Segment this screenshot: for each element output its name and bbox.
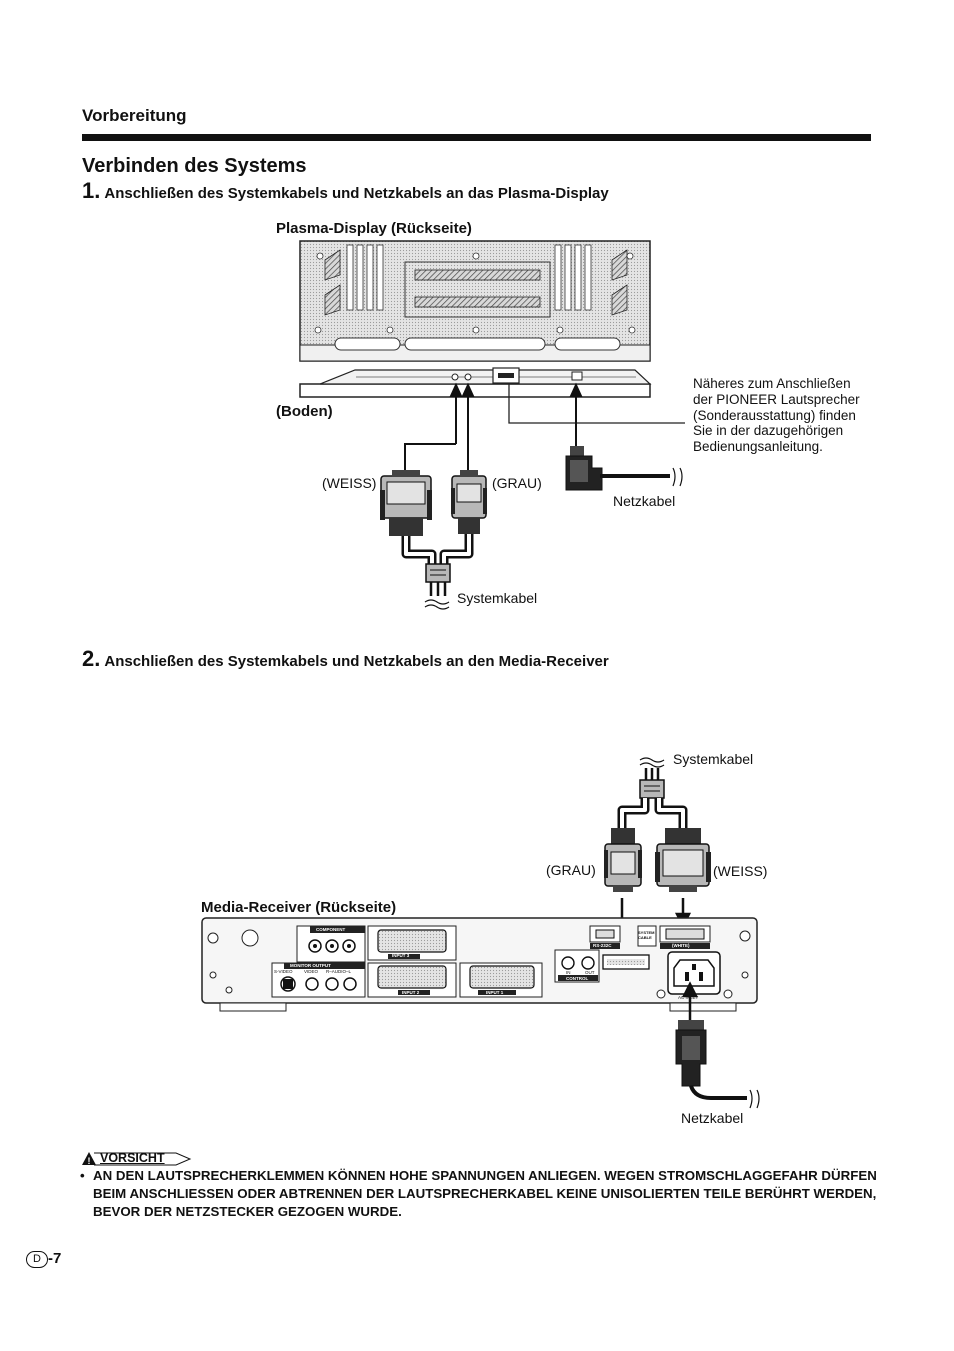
section-title: Vorbereitung <box>82 106 187 125</box>
plasma-back-panel <box>299 240 651 362</box>
panel-white: (WHITE) <box>672 943 690 948</box>
receiver-diagram-title: Media-Receiver (Rückseite) <box>201 899 397 916</box>
panel-out: OUT <box>585 970 595 975</box>
power-cable-label-1: Netzkabel <box>613 493 676 509</box>
step-1-heading: 1.Anschließen des Systemkabels und Netzk… <box>82 178 609 204</box>
white-label-1: (WEISS) <box>322 475 377 491</box>
plasma-bottom-view <box>299 367 652 398</box>
gray-connector-2 <box>604 828 642 892</box>
header-rule <box>82 134 871 141</box>
panel-video: VIDEO <box>304 969 319 974</box>
panel-input3: INPUT 3 <box>392 953 410 958</box>
gray-label-2: (GRAU) <box>546 862 596 878</box>
panel-monitor-output: MONITOR OUTPUT <box>290 963 331 968</box>
page-letter: D <box>26 1250 48 1268</box>
panel-control: CONTROL <box>566 976 589 981</box>
warning-triangle-icon <box>82 1152 96 1165</box>
plasma-diagram-title: Plasma-Display (Rückseite) <box>276 220 472 237</box>
panel-rs232c: RS-232C <box>593 943 612 948</box>
system-cable-label-1: Systemkabel <box>457 590 538 606</box>
panel-input1: INPUT 1 <box>486 990 504 995</box>
gray-connector <box>451 470 487 534</box>
warning-label: VORSICHT <box>100 1151 165 1165</box>
power-cable-label-2: Netzkabel <box>681 1110 744 1126</box>
page-title: Verbinden des Systems <box>82 155 307 177</box>
warning-text: AN DEN LAUTSPRECHERKLEMMEN KÖNNEN HOHE S… <box>93 1168 877 1219</box>
panel-ac-inlet: AC INLET <box>678 995 699 1000</box>
power-plug-1 <box>565 446 683 491</box>
panel-component: COMPONENT <box>316 927 346 932</box>
panel-in: IN <box>566 970 571 975</box>
panel-s-video: S-VIDEO <box>274 969 293 974</box>
white-connector <box>380 470 432 536</box>
panel-input2: INPUT 2 <box>402 990 420 995</box>
warning-bullet: • <box>80 1168 85 1183</box>
system-cable-label-2: Systemkabel <box>673 751 754 767</box>
gray-label-1: (GRAU) <box>492 475 542 491</box>
warning-badge: ! <box>82 1152 192 1166</box>
step-1-text: Anschließen des Systemkabels und Netzkab… <box>104 185 609 202</box>
page-number: D-7 <box>26 1250 61 1268</box>
white-label-2: (WEISS) <box>713 863 768 879</box>
step-2-heading: 2.Anschließen des Systemkabels und Netzk… <box>82 646 609 672</box>
page-number-text: -7 <box>48 1250 62 1267</box>
power-plug-2 <box>675 981 760 1109</box>
panel-audio: R–AUDIO–L <box>326 969 352 974</box>
step-2-text: Anschließen des Systemkabels und Netzkab… <box>104 653 609 670</box>
step-2-number: 2. <box>82 646 101 671</box>
panel-system-cable: SYSTEM CABLE <box>638 930 655 940</box>
step-1-number: 1. <box>82 178 101 203</box>
media-receiver-back-panel <box>201 917 758 1012</box>
white-connector-2 <box>655 828 711 892</box>
bottom-label: (Boden) <box>276 403 333 420</box>
speaker-note: Näheres zum Anschließen der PIONEER Laut… <box>693 376 860 455</box>
svg-text:!: ! <box>88 1156 91 1166</box>
warning-text-block: • AN DEN LAUTSPRECHERKLEMMEN KÖNNEN HOHE… <box>80 1167 880 1221</box>
